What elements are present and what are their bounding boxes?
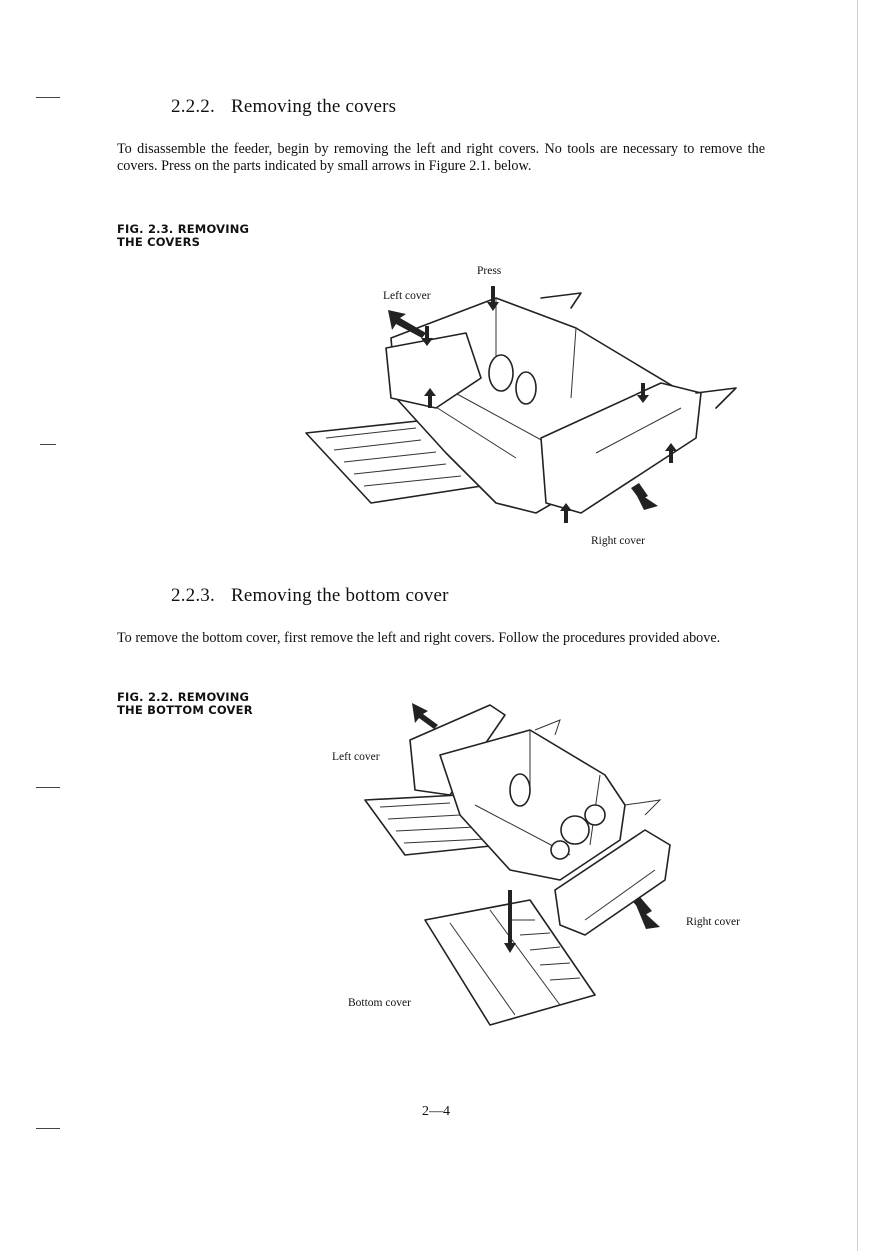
section-title: Removing the bottom cover bbox=[231, 585, 449, 606]
feeder-covers-illustration bbox=[305, 286, 737, 523]
bottom-cover-callout: Bottom cover bbox=[348, 997, 411, 1009]
pull-left-arrow-icon bbox=[412, 703, 438, 729]
right-cover-edge bbox=[584, 869, 656, 921]
remove-bottom-arrow-icon bbox=[504, 890, 516, 953]
right-cover-edge bbox=[595, 407, 682, 454]
press-arrow-icon bbox=[424, 388, 436, 408]
bottom-cover-ribs bbox=[449, 909, 581, 1016]
pull-right-arrow-icon bbox=[633, 897, 660, 929]
section-heading-removing-covers: 2.2.2. Removing the covers bbox=[171, 96, 396, 118]
roller bbox=[515, 371, 537, 405]
section-heading-removing-bottom-cover: 2.2.3. Removing the bottom cover bbox=[171, 585, 449, 607]
figure-caption: FIG. 2.3. REMOVING THE COVERS bbox=[117, 223, 249, 249]
bottom-cover bbox=[424, 899, 596, 1026]
binding-mark bbox=[40, 444, 56, 446]
right-cover-callout: Right cover bbox=[591, 535, 645, 547]
tray-slots bbox=[379, 802, 486, 844]
paper-guide bbox=[534, 719, 662, 816]
press-arrow-icon bbox=[560, 503, 572, 523]
left-cover-callout: Left cover bbox=[383, 290, 431, 302]
press-callout: Press bbox=[477, 265, 502, 277]
press-arrow-icon bbox=[665, 443, 677, 463]
binding-mark bbox=[36, 787, 60, 789]
figure-caption-line: THE COVERS bbox=[117, 235, 201, 249]
gear bbox=[560, 815, 590, 845]
right-cover-callout: Right cover bbox=[686, 916, 740, 928]
binding-mark bbox=[36, 97, 60, 99]
figure-caption: FIG. 2.2. REMOVING THE BOTTOM COVER bbox=[117, 691, 253, 717]
press-arrow-icon bbox=[637, 383, 649, 403]
left-cover-callout: Left cover bbox=[332, 751, 380, 763]
feeder-bottom-cover-illustration bbox=[364, 703, 671, 1026]
page-edge-line bbox=[857, 0, 858, 1251]
gear bbox=[584, 804, 606, 826]
page-number: 2—4 bbox=[422, 1104, 450, 1119]
section-number: 2.2.2. bbox=[171, 96, 215, 117]
right-cover bbox=[540, 382, 702, 514]
section-number: 2.2.3. bbox=[171, 585, 215, 606]
figure-caption-line: FIG. 2.3. REMOVING bbox=[117, 222, 250, 236]
figure-caption-line: THE BOTTOM COVER bbox=[117, 703, 253, 717]
gear bbox=[550, 840, 570, 860]
pull-left-arrow-icon bbox=[388, 310, 426, 338]
section-title: Removing the covers bbox=[231, 96, 397, 117]
section-body-paragraph: To remove the bottom cover, first remove… bbox=[117, 630, 721, 646]
paper-guide bbox=[695, 387, 737, 409]
frame-struts bbox=[405, 298, 577, 459]
roller bbox=[488, 354, 514, 392]
press-arrow-icon bbox=[487, 286, 499, 311]
binding-mark bbox=[36, 1128, 60, 1130]
pull-right-arrow-icon bbox=[631, 483, 658, 510]
section-body-paragraph: To disassemble the feeder, begin by remo… bbox=[117, 141, 765, 174]
figure-caption-line: FIG. 2.2. REMOVING bbox=[117, 690, 250, 704]
right-cover bbox=[554, 829, 671, 936]
roller bbox=[509, 773, 531, 807]
tray-slots bbox=[325, 427, 462, 487]
left-cover bbox=[385, 332, 482, 409]
press-arrow-icon bbox=[421, 326, 433, 346]
paper-guide bbox=[540, 292, 582, 309]
